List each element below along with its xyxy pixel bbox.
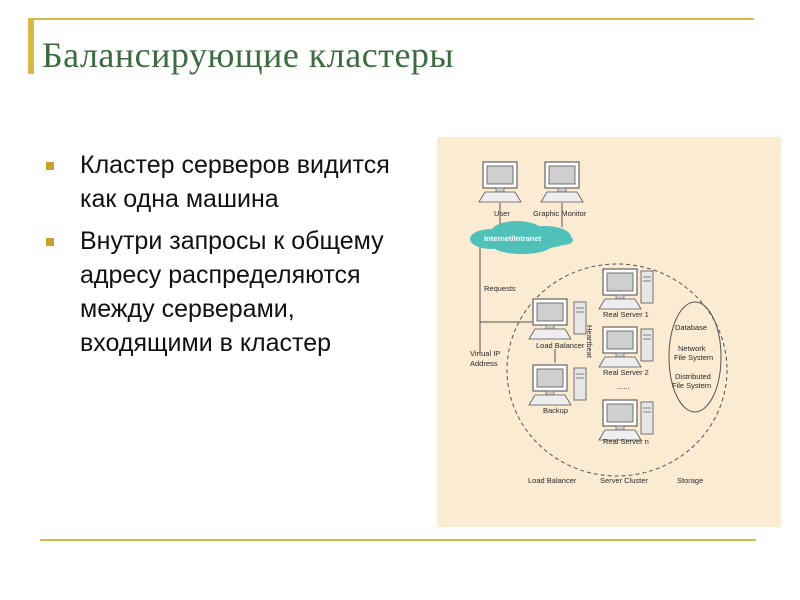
servern-label: Real Server n <box>603 437 649 446</box>
server2-label: Real Server 2 <box>603 368 649 377</box>
monitor-label: Graphic Monitor <box>533 209 587 218</box>
db-line1: Database <box>675 323 707 332</box>
bullet-text: Кластер серверов видится как одна машина <box>80 151 390 213</box>
real-server-n-icon <box>598 399 654 441</box>
network-cloud-icon: Internet/Intranet <box>470 221 573 254</box>
db-line2: Network <box>678 344 706 353</box>
bottom-rule <box>40 539 756 541</box>
vip-line2: Address <box>470 359 498 368</box>
bullet-item: Кластер серверов видится как одна машина <box>46 148 426 216</box>
bullet-list: Кластер серверов видится как одна машина… <box>46 148 426 368</box>
user-computer-icon <box>478 161 522 203</box>
cluster-diagram-svg: User Graphic Monitor Requests Internet/I… <box>470 161 728 485</box>
real-server-1-icon <box>598 268 654 310</box>
top-rule <box>28 18 754 20</box>
network-label: Internet/Intranet <box>484 234 542 243</box>
monitor-computer-icon <box>540 161 584 203</box>
bottom-storage-label: Storage <box>677 476 703 485</box>
bullet-square-icon <box>46 162 54 170</box>
backup-icon <box>528 364 587 406</box>
real-server-2-icon <box>598 326 654 368</box>
heartbeat-label: Heartbeat <box>585 325 594 359</box>
bullet-item: Внутри запросы к общему адресу распредел… <box>46 224 426 360</box>
vip-line1: Virtual IP <box>470 349 500 358</box>
requests-label: Requests <box>484 284 516 293</box>
db-line3: File System <box>674 353 713 362</box>
db-line4: Distributed <box>675 372 711 381</box>
cluster-boundary <box>506 263 728 477</box>
load-balancer-label: Load Balancer <box>536 341 585 350</box>
bottom-cluster-label: Server Cluster <box>600 476 648 485</box>
load-balancer-icon <box>528 298 587 340</box>
db-line5: File System <box>672 381 711 390</box>
top-rule-accent <box>28 18 34 74</box>
server1-label: Real Server 1 <box>603 310 649 319</box>
user-label: User <box>494 209 510 218</box>
bullet-square-icon <box>46 238 54 246</box>
slide-title: Балансирующие кластеры <box>42 35 455 75</box>
storage-boundary <box>668 301 722 413</box>
bottom-lb-label: Load Balancer <box>528 476 577 485</box>
dots-label: ...... <box>617 382 630 391</box>
backup-label: Backup <box>543 406 568 415</box>
bullet-text: Внутри запросы к общему адресу распредел… <box>80 227 384 357</box>
cluster-diagram: User Graphic Monitor Requests Internet/I… <box>437 137 781 527</box>
